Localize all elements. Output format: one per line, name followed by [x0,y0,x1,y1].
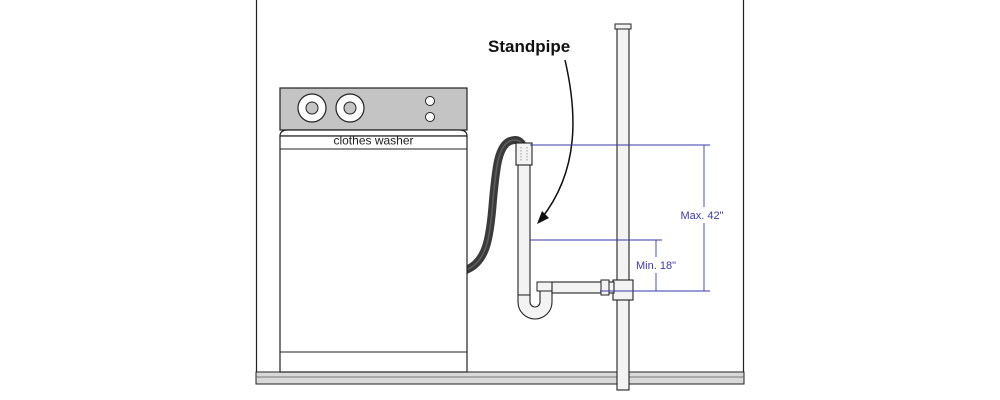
washer-dial-right-center [343,101,357,115]
washer-button-top [425,96,435,106]
p-trap [517,287,553,320]
washer-body [279,135,468,373]
washer-top-lid [279,129,468,137]
drain-stack [612,23,634,391]
washer-button-bottom [425,112,435,122]
standpipe-assembly [515,142,615,320]
standpipe-inlet-fitting [515,142,533,166]
dim-max-label-bg [674,207,730,223]
dim-max-label: Max. 42" [680,210,723,222]
standpipe-label: Standpipe [488,37,570,56]
trap-arm [551,281,615,294]
standpipe-pointer-arrow [540,59,574,220]
drain-stack-pipe [616,25,630,391]
washer-dial-left-center [305,101,319,115]
dim-min-label-bg [631,257,681,273]
arrow-head [537,211,549,224]
sanitary-tee [612,279,634,301]
washer-label: clothes washer [333,134,413,148]
drain-hose-highlight [465,139,525,271]
drain-hose [462,136,528,274]
dim-min-label: Min. 18" [636,260,676,272]
trap-arm-coupling [600,279,610,296]
standpipe-pipe [517,144,531,296]
clothes-washer: clothes washer [279,87,468,373]
drain-stack-top-cap [614,23,632,30]
floor [255,371,745,385]
